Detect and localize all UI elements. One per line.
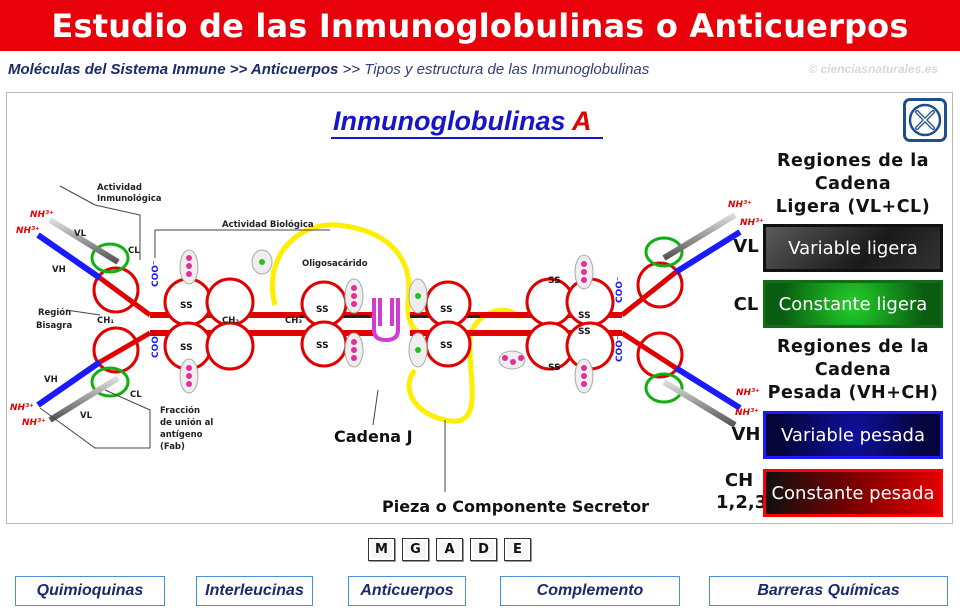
label-fraccion-2: de unión al [160, 417, 213, 428]
label-nh3-4: NH³⁺ [22, 418, 46, 428]
label-ch3: CH₃ [285, 316, 302, 326]
nav-anticuerpos[interactable]: Anticuerpos [348, 576, 466, 606]
label-actividad-inmunologica-2: Inmunológica [97, 193, 162, 204]
label-fraccion-4: (Fab) [160, 442, 185, 452]
label-ss-5: SS [440, 305, 453, 315]
legend-light-heading-line2: Cadena [814, 174, 892, 194]
label-ss-4: SS [316, 341, 329, 351]
label-nh3-8: NH³⁺ [735, 408, 759, 418]
label-cl-top: CL [128, 246, 140, 256]
label-ch1: CH₁ [97, 316, 114, 326]
legend-code-ch: CH 1,2,3 [716, 470, 768, 514]
legend-heavy-heading-line1: Regiones de la [776, 337, 930, 357]
label-coo-4: COO⁻ [615, 335, 625, 362]
breadcrumb-path[interactable]: Moléculas del Sistema Inmune >> Anticuer… [8, 61, 339, 78]
nav-barreras-quimicas[interactable]: Barreras Químicas [709, 576, 948, 606]
nav-quimioquinas[interactable]: Quimioquinas [15, 576, 165, 606]
legend-light-heading-line3: Ligera (VL+CL) [775, 197, 931, 217]
label-ss-10: SS [548, 363, 561, 373]
ig-button-e[interactable]: E [504, 538, 531, 561]
label-vl-bottom: VL [80, 411, 93, 421]
ig-type-selector: M G A D E [368, 538, 531, 561]
header-bar: Estudio de las Inmunoglobulinas o Anticu… [0, 0, 960, 54]
page-title: Estudio de las Inmunoglobulinas o Anticu… [51, 6, 909, 45]
label-vh-bottom: VH [44, 375, 58, 385]
diagram-title: Inmunoglobulinas A [333, 106, 591, 136]
label-coo-3: COO⁻ [615, 276, 625, 303]
label-cl-bottom: CL [130, 390, 142, 400]
breadcrumb: Moléculas del Sistema Inmune >> Anticuer… [8, 61, 649, 78]
label-cadena-j: Cadena J [334, 427, 413, 446]
legend-light-heading-line1: Regiones de la [776, 151, 930, 171]
ig-button-a[interactable]: A [436, 538, 463, 561]
legend-code-vl: VL [733, 236, 759, 257]
label-ss-7: SS [578, 311, 591, 321]
legend-constante-pesada[interactable]: Constante pesada [763, 469, 943, 517]
legend-heavy-heading-line3: Pesada (VH+CH) [767, 383, 939, 403]
label-nh3-1: NH³⁺ [30, 210, 54, 220]
breadcrumb-separator: >> [342, 61, 361, 78]
label-ss-1: SS [180, 301, 193, 311]
legend-heavy-heading: Regiones de la Cadena Pesada (VH+CH) [760, 336, 946, 405]
copyright-text: © cienciasnaturales.es [808, 62, 938, 76]
ig-button-m[interactable]: M [368, 538, 395, 561]
ig-button-g[interactable]: G [402, 538, 429, 561]
label-vh-top: VH [52, 265, 66, 275]
label-region: Región [38, 307, 71, 318]
j-chain [372, 298, 400, 343]
label-actividad-biologica: Actividad Biológica [222, 219, 314, 230]
close-button[interactable] [903, 98, 947, 142]
label-ss-6: SS [440, 341, 453, 351]
label-ch2: CH₂ [222, 316, 239, 326]
left-monomer [92, 266, 348, 374]
label-nh3-2: NH³⁺ [16, 226, 40, 236]
label-pieza-secretor: Pieza o Componente Secretor [382, 497, 649, 516]
variable-arms [36, 212, 742, 428]
legend-code-ch-line2: 1,2,3 [716, 492, 768, 513]
label-nh3-3: NH³⁺ [10, 403, 34, 413]
label-nh3-6: NH³⁺ [740, 218, 764, 228]
label-ss-9: SS [548, 276, 561, 286]
label-coo-1: COO⁻ [151, 260, 161, 287]
ig-button-d[interactable]: D [470, 538, 497, 561]
legend-constante-ligera[interactable]: Constante ligera [763, 280, 943, 328]
legend-variable-ligera[interactable]: Variable ligera [763, 224, 943, 272]
label-ss-2: SS [180, 343, 193, 353]
label-fraccion: Fracción [160, 405, 200, 416]
legend-code-ch-line1: CH [724, 470, 754, 491]
label-ss-8: SS [578, 327, 591, 337]
oligosaccharides [179, 249, 594, 394]
legend-code-vh: VH [731, 424, 761, 445]
label-actividad-inmunologica: Actividad [97, 183, 142, 193]
label-bisagra: Bisagra [36, 321, 72, 331]
legend-variable-pesada[interactable]: Variable pesada [763, 411, 943, 459]
legend-code-cl: CL [733, 294, 759, 315]
legend-heavy-heading-line2: Cadena [814, 360, 892, 380]
breadcrumb-current: Tipos y estructura de las Inmunoglobulin… [364, 61, 650, 78]
label-ss-3: SS [316, 305, 329, 315]
light-constant-loops [90, 236, 684, 404]
label-nh3-7: NH³⁺ [736, 388, 760, 398]
nav-interleucinas[interactable]: Interleucinas [196, 576, 313, 606]
label-vl-top: VL [74, 229, 87, 239]
label-oligosacarido: Oligosacárido [302, 259, 368, 269]
label-fraccion-3: antígeno [160, 430, 203, 440]
annotation-lines [39, 185, 446, 492]
label-nh3-5: NH³⁺ [728, 200, 752, 210]
nav-complemento[interactable]: Complemento [500, 576, 680, 606]
label-coo-2: COO⁻ [151, 331, 161, 358]
legend-light-heading: Regiones de la Cadena Ligera (VL+CL) [760, 150, 946, 219]
close-x-icon [908, 103, 942, 137]
